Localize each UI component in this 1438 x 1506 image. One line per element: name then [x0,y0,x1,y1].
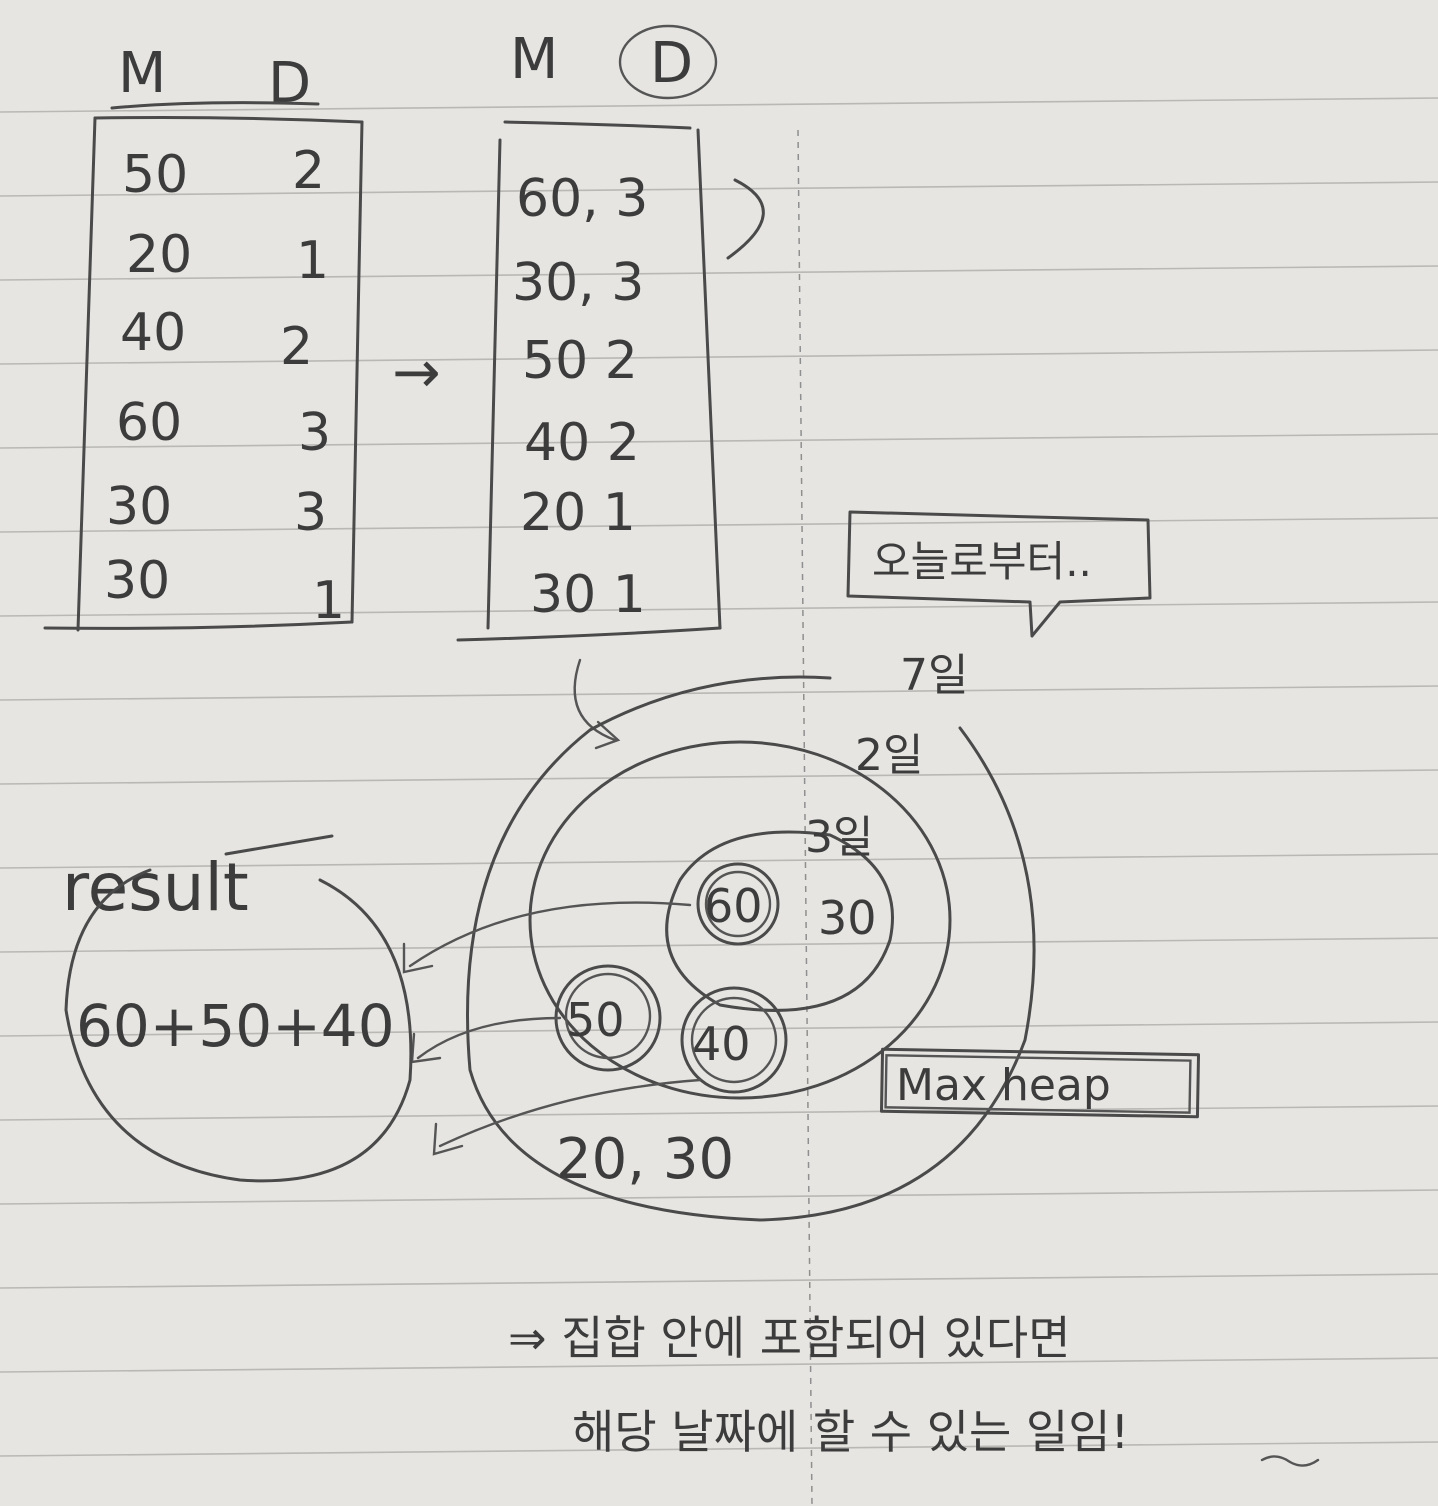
right-row-2: 30, 3 [512,253,644,313]
heap-to-result-arrows [402,901,702,1156]
right-row-4: 40 2 [524,413,640,473]
left-row-5-m: 30 [106,477,172,537]
left-row-5-d: 3 [294,483,327,543]
max-heap-label: Max heap [896,1060,1111,1111]
left-row-6-m: 30 [104,551,170,611]
right-header-d: D [650,31,693,96]
heap-diagram: 7일 2일 3일 60 30 50 40 20, 30 Max heap [466,650,1201,1222]
right-row-6: 30 1 [530,565,646,625]
heap-value-60: 60 [704,879,763,933]
left-row-2-d: 1 [296,231,329,291]
result-label: result [62,849,249,926]
circle-60 [696,862,780,946]
heap-outer-ring [466,675,1036,1222]
result-expression: 60+50+40 [76,992,395,1060]
heap-value-40: 40 [692,1017,751,1071]
left-row-1-m: 50 [122,145,188,205]
note-underline-squiggle [1260,1455,1320,1467]
note-line-2: 해당 날짜에 할 수 있는 일임! [572,1405,1129,1459]
heap-value-30: 30 [818,891,877,945]
ruled-lines [0,97,1438,1506]
right-row-5: 20 1 [520,483,636,543]
right-row-3: 50 2 [522,331,638,391]
ring-label-middle: 2일 [855,730,923,781]
max-heap-box [879,1047,1201,1119]
left-row-3-d: 2 [280,317,313,377]
note-line-1: ⇒ 집합 안에 포함되어 있다면 [508,1311,1071,1365]
heap-outer-values: 20, 30 [556,1127,734,1192]
left-row-4-m: 60 [116,393,182,453]
ring-label-outer: 7일 [900,650,968,701]
right-row-1: 60, 3 [516,169,648,229]
table-to-heap-arrow [573,658,617,742]
heap-value-50: 50 [566,993,625,1047]
result-circle [64,868,413,1183]
right-header-d-circle [618,24,718,100]
speech-bubble: 오늘로부터.. [846,510,1152,638]
left-table: M D 50 2 20 1 40 2 60 3 30 3 30 1 [43,41,364,632]
result-group: result 60+50+40 [62,834,413,1183]
left-row-3-m: 40 [120,303,186,363]
left-header-m: M [118,41,166,106]
ring-label-inner: 3일 [805,812,873,863]
left-row-6-d: 1 [312,571,345,631]
left-row-4-d: 3 [298,403,331,463]
heap-inner-ring [665,830,894,1012]
circle-40 [680,986,788,1094]
right-header-m: M [510,27,558,92]
note: ⇒ 집합 안에 포함되어 있다면 해당 날짜에 할 수 있는 일임! [508,1311,1320,1467]
speech-bubble-text: 오늘로부터.. [872,537,1092,586]
table-arrow: → [392,338,441,406]
left-header-d: D [268,51,311,116]
right-table: M D 60, 3 30, 3 50 2 40 2 20 1 30 1 [456,24,765,642]
left-row-1-d: 2 [292,141,325,201]
left-row-2-m: 20 [126,225,192,285]
heap-middle-ring [528,740,952,1100]
